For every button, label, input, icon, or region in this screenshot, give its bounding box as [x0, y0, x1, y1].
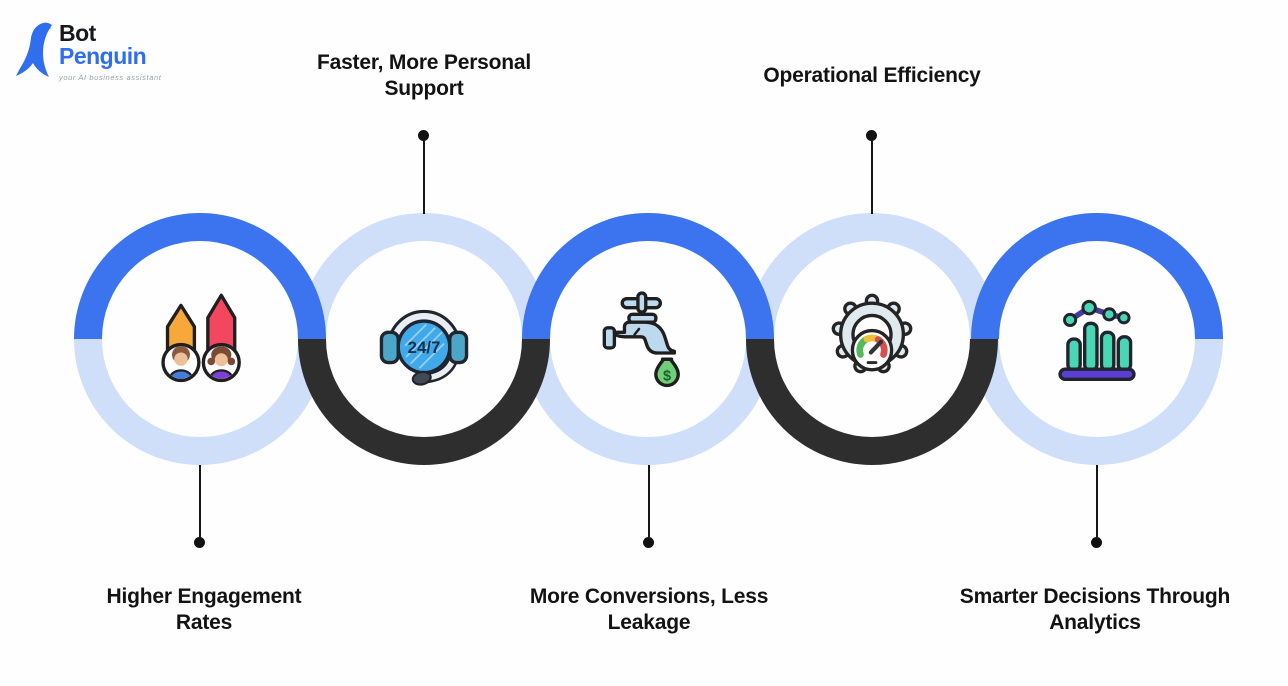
connector-dot-5: [1091, 537, 1102, 548]
ring-more-conversions: $: [522, 213, 774, 465]
badge-24-7-text: 24/7: [408, 338, 441, 357]
connector-line-3: [648, 465, 650, 539]
logo-tagline: your AI business assistant: [59, 72, 162, 82]
label-smarter-decisions: Smarter Decisions Through Analytics: [959, 585, 1231, 635]
engagement-users-icon: [161, 293, 241, 383]
ring-smarter-decisions: [971, 213, 1223, 465]
botpenguin-logo: Bot Penguin your AI business assistant: [16, 20, 162, 82]
connector-line-4: [871, 139, 873, 214]
gear-gauge-icon: [831, 293, 913, 374]
ring-personal-support: 24/7: [298, 213, 550, 465]
logo-text-penguin: Penguin: [59, 43, 147, 70]
logo-wordmark: Bot Penguin your AI business assistant: [59, 20, 162, 82]
penguin-icon: [16, 22, 52, 77]
headset-24-7-icon: 24/7: [379, 309, 469, 386]
label-operational-efficiency: Operational Efficiency: [763, 63, 981, 87]
ring-operational-efficiency: [746, 213, 998, 465]
connector-dot-3: [643, 537, 654, 548]
faucet-money-icon: $: [602, 291, 680, 388]
label-more-conversions: More Conversions, Less Leakage: [529, 585, 769, 635]
label-higher-engagement: Higher Engagement Rates: [106, 585, 302, 635]
connector-dot-2: [418, 130, 429, 141]
logo-text-bot: Bot: [59, 20, 96, 46]
connector-line-5: [1096, 465, 1098, 539]
money-symbol-text: $: [663, 368, 671, 384]
connector-line-1: [199, 465, 201, 539]
analytics-bars-icon: [1058, 299, 1136, 382]
connector-dot-1: [194, 537, 205, 548]
connector-dot-4: [866, 130, 877, 141]
ring-higher-engagement: [74, 213, 326, 465]
connector-line-2: [423, 139, 425, 214]
label-personal-support: Faster, More Personal Support: [316, 50, 532, 100]
